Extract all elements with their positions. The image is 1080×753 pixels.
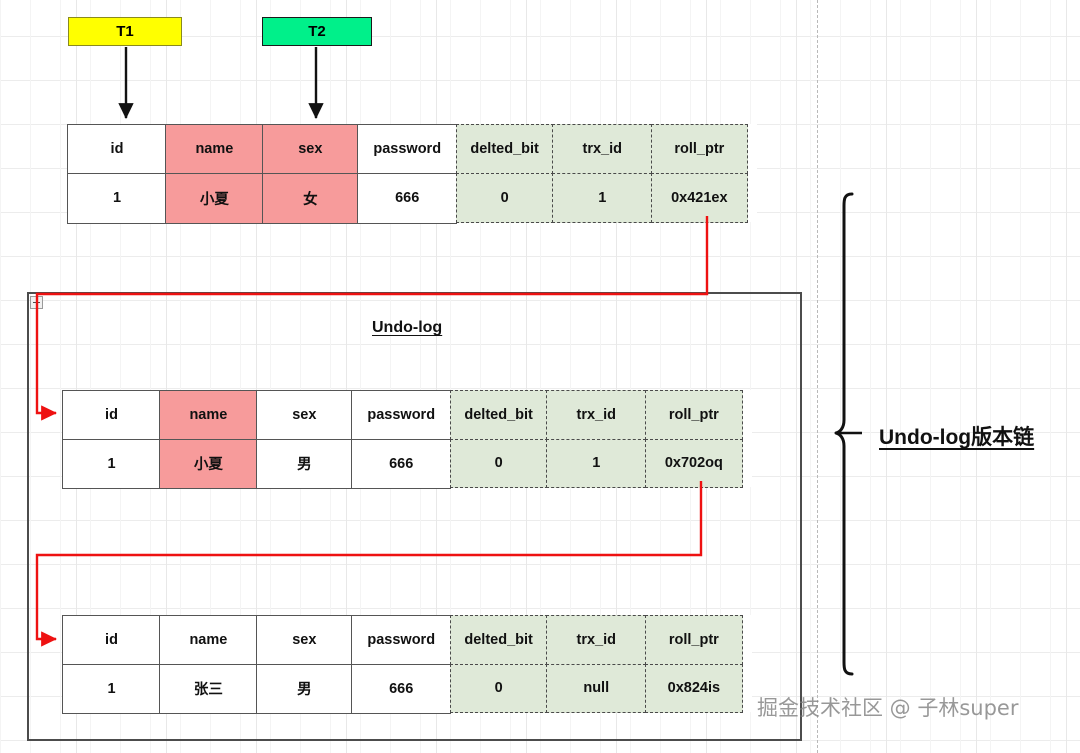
header-cell-name: name [159, 390, 258, 441]
value-cell-roll-ptr: 0x824is [644, 663, 743, 714]
header-cell-password: password [351, 615, 452, 666]
version-chain-label: Undo-log版本链 [879, 426, 1035, 449]
value-cell-password: 666 [357, 173, 458, 224]
collapse-icon[interactable] [30, 296, 43, 309]
table-row: 1 张三 男 666 0 null 0x824is [62, 663, 752, 714]
header-cell-delted-bit: delted_bit [449, 615, 548, 665]
value-cell-delted-bit: 0 [449, 663, 548, 714]
watermark: 掘金技术社区 @ 子林super [757, 696, 1019, 720]
header-cell-trx-id: trx_id [546, 390, 647, 440]
page-break-guide [817, 0, 818, 753]
value-cell-password: 666 [351, 663, 452, 714]
header-cell-id: id [67, 124, 167, 175]
value-cell-id: 1 [67, 173, 167, 224]
value-cell-roll-ptr: 0x702oq [644, 438, 743, 489]
header-cell-sex: sex [255, 390, 353, 441]
header-cell-name: name [165, 124, 264, 175]
table-undo-record-1: id name sex password delted_bit trx_id r… [62, 390, 752, 489]
table-header-row: id name sex password delted_bit trx_id r… [62, 615, 752, 666]
value-cell-delted-bit: 0 [449, 438, 548, 489]
version-chain-brace [834, 192, 854, 676]
header-cell-id: id [62, 390, 161, 441]
value-cell-name: 小夏 [159, 438, 258, 489]
transaction-tag-t2[interactable]: T2 [262, 17, 372, 46]
value-cell-sex: 男 [255, 663, 353, 714]
value-cell-roll-ptr: 0x421ex [650, 173, 748, 224]
value-cell-trx-id: null [546, 663, 647, 714]
header-cell-password: password [357, 124, 458, 175]
table-header-row: id name sex password delted_bit trx_id r… [67, 124, 757, 175]
table-header-row: id name sex password delted_bit trx_id r… [62, 390, 752, 441]
value-cell-name: 张三 [159, 663, 258, 714]
header-cell-id: id [62, 615, 161, 666]
value-cell-password: 666 [351, 438, 452, 489]
table-row: 1 小夏 男 666 0 1 0x702oq [62, 438, 752, 489]
header-cell-trx-id: trx_id [552, 124, 653, 175]
value-cell-id: 1 [62, 438, 161, 489]
value-cell-sex: 男 [255, 438, 353, 489]
header-cell-roll-ptr: roll_ptr [644, 390, 743, 440]
table-current-record: id name sex password delted_bit trx_id r… [67, 124, 757, 224]
transaction-tag-t2-label: T2 [308, 23, 326, 40]
header-cell-sex: sex [261, 124, 359, 175]
header-cell-sex: sex [255, 615, 353, 666]
undo-log-title: Undo-log [372, 319, 443, 336]
transaction-tag-t1[interactable]: T1 [68, 17, 182, 46]
header-cell-trx-id: trx_id [546, 615, 647, 665]
value-cell-sex: 女 [261, 173, 359, 224]
header-cell-roll-ptr: roll_ptr [650, 124, 748, 175]
value-cell-trx-id: 1 [546, 438, 647, 489]
value-cell-id: 1 [62, 663, 161, 714]
table-row: 1 小夏 女 666 0 1 0x421ex [67, 173, 757, 224]
transaction-tag-t1-label: T1 [116, 23, 134, 40]
table-undo-record-2: id name sex password delted_bit trx_id r… [62, 615, 752, 714]
value-cell-name: 小夏 [165, 173, 264, 224]
header-cell-delted-bit: delted_bit [455, 124, 554, 175]
header-cell-name: name [159, 615, 258, 666]
value-cell-trx-id: 1 [552, 173, 653, 224]
header-cell-roll-ptr: roll_ptr [644, 615, 743, 665]
value-cell-delted-bit: 0 [455, 173, 554, 224]
header-cell-delted-bit: delted_bit [449, 390, 548, 440]
header-cell-password: password [351, 390, 452, 441]
